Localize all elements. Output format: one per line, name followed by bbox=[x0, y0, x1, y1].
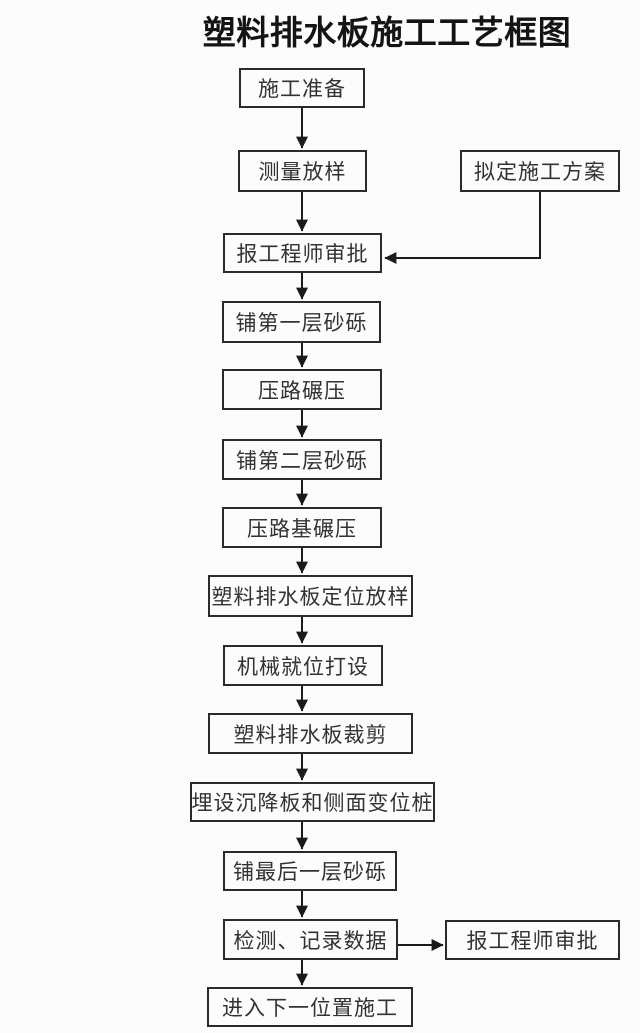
flow-node-second-gravel-layer: 铺第二层砂砾 bbox=[222, 439, 382, 480]
flow-node-final-gravel-layer: 铺最后一层砂砾 bbox=[223, 851, 397, 891]
flow-node-settlement-plate-installation: 埋设沉降板和侧面变位桩 bbox=[190, 782, 435, 822]
flow-node-drainage-board-cutting: 塑料排水板裁剪 bbox=[208, 713, 413, 754]
flow-node-inspection-data-recording: 检测、记录数据 bbox=[223, 919, 398, 960]
flow-node-construction-preparation: 施工准备 bbox=[239, 68, 365, 108]
edge-plan-to-approval1 bbox=[384, 192, 541, 264]
flow-node-draft-construction-plan: 拟定施工方案 bbox=[460, 150, 620, 192]
flow-node-engineer-approval-1: 报工程师审批 bbox=[223, 233, 382, 273]
flow-node-engineer-approval-2: 报工程师审批 bbox=[445, 920, 620, 960]
flow-node-survey-layout: 测量放样 bbox=[238, 150, 367, 192]
flow-node-machine-positioning-driving: 机械就位打设 bbox=[223, 645, 383, 686]
flow-node-drainage-board-positioning: 塑料排水板定位放样 bbox=[208, 575, 413, 617]
flow-node-first-gravel-layer: 铺第一层砂砾 bbox=[222, 301, 381, 343]
flow-node-roadbed-rolling: 压路基碾压 bbox=[222, 507, 382, 548]
flow-node-road-rolling: 压路碾压 bbox=[222, 369, 382, 410]
page-title: 塑料排水板施工工艺框图 bbox=[202, 13, 572, 52]
flow-node-next-position-construction: 进入下一位置施工 bbox=[207, 987, 413, 1027]
